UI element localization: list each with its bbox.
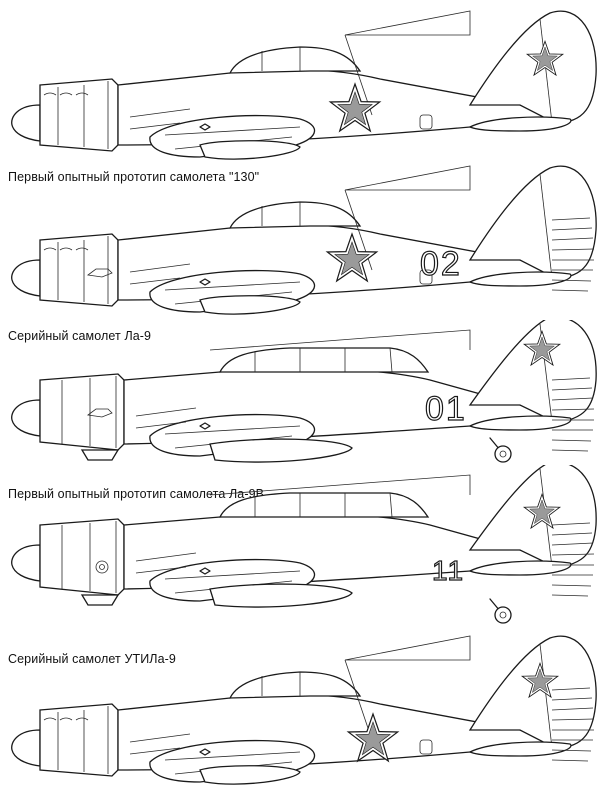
tail-number: 01 xyxy=(425,390,467,428)
aircraft-profile-2: 02 xyxy=(11,165,597,315)
landing-gear-wheel-icon xyxy=(489,598,512,624)
profile-caption-1: Первый опытный прототип самолета "130" xyxy=(8,170,260,184)
tail-number: 11 xyxy=(432,555,465,586)
landing-gear-wheel-icon xyxy=(489,437,512,463)
aircraft-profile-1 xyxy=(11,10,597,160)
profile-caption-4: Серийный самолет УТИЛа-9 xyxy=(8,652,176,666)
tail-number: 02 xyxy=(420,245,462,283)
aircraft-profile-3: 01 xyxy=(11,320,597,463)
aircraft-profile-4: 11 xyxy=(11,465,597,624)
profile-caption-2: Серийный самолет Ла-9 xyxy=(8,329,152,343)
profile-caption-3: Первый опытный прототип самолета Ла-9В xyxy=(8,487,265,501)
aircraft-profile-5 xyxy=(11,635,597,785)
